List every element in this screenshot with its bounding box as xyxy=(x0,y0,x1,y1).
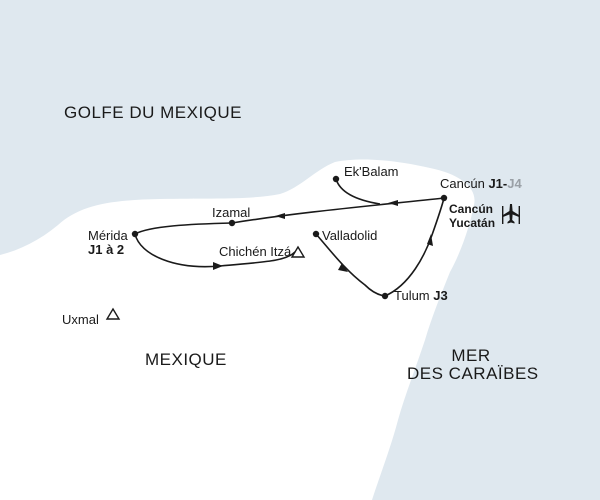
chichen-itza-label: Chichén Itzá xyxy=(219,244,292,259)
uxmal-label: Uxmal xyxy=(62,312,99,327)
land-area xyxy=(0,159,475,500)
route-cancun-izamal xyxy=(231,197,445,224)
izamal-label: Izamal xyxy=(212,205,251,220)
gulf-of-mexico-label: GOLFE DU MEXIQUE xyxy=(64,103,243,122)
location-dots xyxy=(131,175,448,300)
arrow-head xyxy=(213,262,223,270)
cancun-airport-line2: Yucatán xyxy=(449,216,496,230)
route-valladolid-tulum xyxy=(315,233,386,297)
cancun-airport-line1: Cancún xyxy=(449,202,494,216)
pyramid-triangle-icon xyxy=(105,307,121,320)
dot-tulum xyxy=(381,292,389,300)
dot-izamal xyxy=(228,219,236,227)
dot-cancun xyxy=(440,194,448,202)
arrow-head xyxy=(275,213,285,219)
cancun-name: Cancún xyxy=(440,176,485,191)
valladolid-label: Valladolid xyxy=(322,228,378,243)
cancun-day-end: J4 xyxy=(507,176,522,191)
mexico-label: MEXIQUE xyxy=(145,350,227,369)
route-ekbalam-link xyxy=(335,178,381,205)
cancun-day-start: J1 xyxy=(488,176,503,191)
caribbean-sea-label-line1: MER xyxy=(451,346,491,365)
route-arrows xyxy=(213,200,433,272)
merida-days-label: J1 à 2 xyxy=(88,242,125,257)
arrow-head xyxy=(427,234,433,246)
dot-merida xyxy=(131,230,139,238)
airplane-icon xyxy=(502,204,520,224)
pyramid-triangle-icon xyxy=(290,245,306,258)
arrow-head xyxy=(388,200,398,206)
arrow-head xyxy=(338,263,348,272)
tulum-day: J3 xyxy=(433,288,448,303)
caribbean-sea-label-line2: DES CARAÏBES xyxy=(407,364,539,383)
ek-balam-label: Ek'Balam xyxy=(344,164,399,179)
land-south xyxy=(0,457,372,500)
cancun-day-sep: - xyxy=(502,176,508,191)
ruins-icons xyxy=(105,245,306,320)
cancun-label: Cancún J1-J4 xyxy=(440,176,522,192)
tulum-label: Tulum J3 xyxy=(394,288,448,304)
tulum-name: Tulum xyxy=(394,288,430,303)
dot-ek-balam xyxy=(332,175,340,183)
merida-label: Mérida xyxy=(88,228,128,243)
route-izamal-merida xyxy=(134,222,233,235)
route-tulum-cancun xyxy=(384,197,445,297)
dot-valladolid xyxy=(312,230,320,238)
